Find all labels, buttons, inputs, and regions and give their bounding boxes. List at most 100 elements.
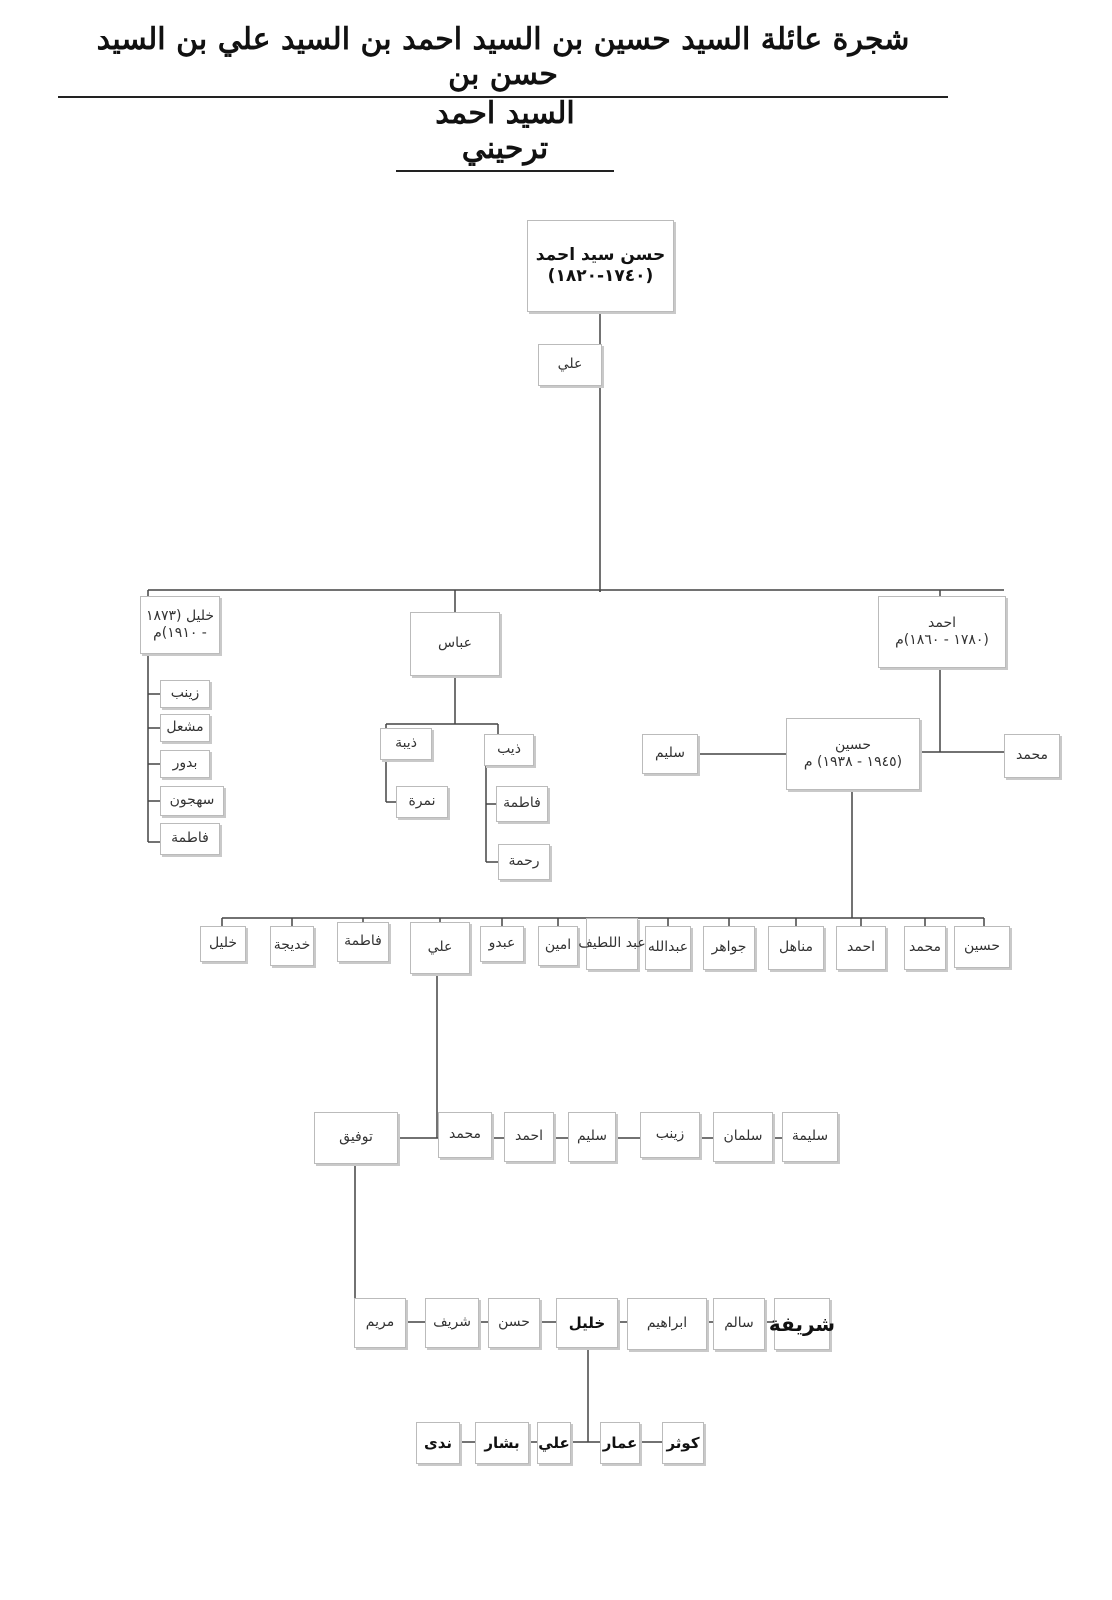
tree-node-muhammad3: محمد xyxy=(438,1112,492,1158)
node-name: رحمة xyxy=(508,853,540,870)
node-name: ابراهيم xyxy=(646,1315,688,1332)
tree-node-budur: بدور xyxy=(160,750,210,778)
node-name: مناهل xyxy=(779,939,813,956)
node-name: جواهر xyxy=(711,939,747,956)
tree-node-salem: سالم xyxy=(713,1298,765,1350)
tree-node-ahmad2: احمد xyxy=(836,926,886,970)
tree-node-husayn2: حسين xyxy=(954,926,1010,968)
node-name: سهجون xyxy=(169,792,215,809)
node-name: عبدو xyxy=(488,935,516,952)
node-name: علي xyxy=(538,1433,570,1452)
node-name: خديجة xyxy=(273,937,311,954)
tree-node-ammar: عمار xyxy=(600,1422,640,1464)
tree-node-ali3: علي xyxy=(537,1422,571,1464)
node-name: نمرة xyxy=(408,793,436,810)
node-name: سليم xyxy=(655,745,685,762)
node-dates: (١٧٨٠ - ١٨٦٠)م xyxy=(895,632,989,648)
tree-node-khadija: خديجة xyxy=(270,926,314,966)
tree-node-root: حسن سيد احمد(١٧٤٠-١٨٢٠) xyxy=(527,220,674,312)
node-name: احمد xyxy=(928,614,956,631)
tree-node-abdellatif: عبد اللطيف xyxy=(578,918,646,970)
node-dates: (١٧٤٠-١٨٢٠) xyxy=(547,266,654,286)
node-name: مشعل xyxy=(166,719,204,736)
tree-node-nada: ندى xyxy=(416,1422,460,1464)
tree-node-khalil2: خليل xyxy=(200,926,246,962)
tree-node-muhammad2: محمد xyxy=(904,926,946,970)
tree-node-abdallah: عبدالله xyxy=(645,926,691,970)
tree-node-namra: نمرة xyxy=(396,786,448,818)
node-name: ذيب xyxy=(497,741,521,758)
tree-node-jawaher: جواهر xyxy=(703,926,755,970)
node-name: فاطمة xyxy=(344,933,382,950)
node-name: ندى xyxy=(423,1433,453,1452)
node-name: عبد اللطيف xyxy=(578,935,646,952)
node-name: محمد xyxy=(449,1126,481,1143)
node-name: زينب xyxy=(655,1126,685,1143)
node-name: سلمان xyxy=(723,1128,763,1145)
node-name: علي xyxy=(557,356,583,373)
tree-node-salman: سلمان xyxy=(713,1112,773,1162)
tree-node-fatima3: فاطمة xyxy=(337,922,389,962)
tree-node-dhib: ذيب xyxy=(484,734,534,766)
tree-node-rahma: رحمة xyxy=(498,844,550,880)
tree-node-abbas: عباس xyxy=(410,612,500,676)
node-name: محمد xyxy=(1016,747,1048,764)
tree-node-fatima1: فاطمة xyxy=(160,823,220,855)
tree-node-zeinab1: زينب xyxy=(160,680,210,708)
tree-node-kawthar: كوثر xyxy=(662,1422,704,1464)
tree-node-salim2: سليم xyxy=(568,1112,616,1162)
tree-node-ahmad3: احمد xyxy=(504,1112,554,1162)
node-dates: (١٩٤٥ - ١٩٣٨) م xyxy=(803,754,903,770)
node-name: توفيق xyxy=(339,1129,373,1146)
tree-node-husayn1: حسين(١٩٤٥ - ١٩٣٨) م xyxy=(786,718,920,790)
node-name: احمد xyxy=(847,939,875,956)
tree-node-ali2: علي xyxy=(410,922,470,974)
node-name: حسين xyxy=(963,938,1001,955)
node-name: حسين xyxy=(834,736,872,753)
node-name: شريفة xyxy=(768,1311,836,1336)
tree-node-fatima2: فاطمة xyxy=(496,786,548,822)
tree-node-bashar: بشار xyxy=(475,1422,529,1464)
page-subtitle: السيد احمد ترحيني xyxy=(396,96,614,172)
node-name: خليل (١٨٧٣ xyxy=(145,607,215,624)
node-name: حسن xyxy=(498,1314,530,1331)
tree-node-zeinab2: زينب xyxy=(640,1112,700,1158)
node-dates: - ١٩١٠)م xyxy=(153,625,207,641)
tree-node-salim1: سليم xyxy=(642,734,698,774)
tree-node-tawfiq: توفيق xyxy=(314,1112,398,1164)
tree-node-manahel: مناهل xyxy=(768,926,824,970)
node-name: فاطمة xyxy=(503,795,541,812)
tree-node-abdo: عبدو xyxy=(480,926,524,962)
page-title: شجرة عائلة السيد حسين بن السيد احمد بن ا… xyxy=(58,22,948,98)
node-name: خليل xyxy=(568,1313,606,1332)
tree-node-khalil1: خليل (١٨٧٣- ١٩١٠)م xyxy=(140,596,220,654)
node-name: ذيبة xyxy=(395,735,417,752)
tree-node-maryam: مريم xyxy=(354,1298,406,1348)
node-name: امين xyxy=(544,937,572,954)
node-name: علي xyxy=(427,939,453,956)
node-name: عباس xyxy=(438,635,472,652)
node-name: بشار xyxy=(484,1433,520,1452)
tree-node-amin: امين xyxy=(538,926,578,966)
tree-node-sharif: شريف xyxy=(425,1298,479,1348)
node-name: خليل xyxy=(208,935,238,952)
tree-node-mashal: مشعل xyxy=(160,714,210,742)
node-name: سليم xyxy=(577,1128,607,1145)
node-name: سالم xyxy=(724,1315,754,1332)
node-name: حسن سيد احمد xyxy=(535,244,666,265)
node-name: كوثر xyxy=(666,1433,700,1452)
tree-node-hasan: حسن xyxy=(488,1298,540,1348)
tree-node-sharifa: شريفة xyxy=(769,1298,835,1350)
tree-node-dhibah: ذيبة xyxy=(380,728,432,760)
node-name: زينب xyxy=(170,685,200,702)
node-name: عبدالله xyxy=(647,939,689,956)
tree-node-ali1: علي xyxy=(538,344,602,386)
tree-node-sahjun: سهجون xyxy=(160,786,224,816)
tree-node-ibrahim: ابراهيم xyxy=(627,1298,707,1350)
node-name: سليمة xyxy=(791,1128,829,1145)
tree-node-salima: سليمة xyxy=(782,1112,838,1162)
node-name: فاطمة xyxy=(171,830,209,847)
node-name: احمد xyxy=(515,1128,543,1145)
node-name: محمد xyxy=(909,939,941,956)
tree-node-khalil3: خليل xyxy=(556,1298,618,1348)
